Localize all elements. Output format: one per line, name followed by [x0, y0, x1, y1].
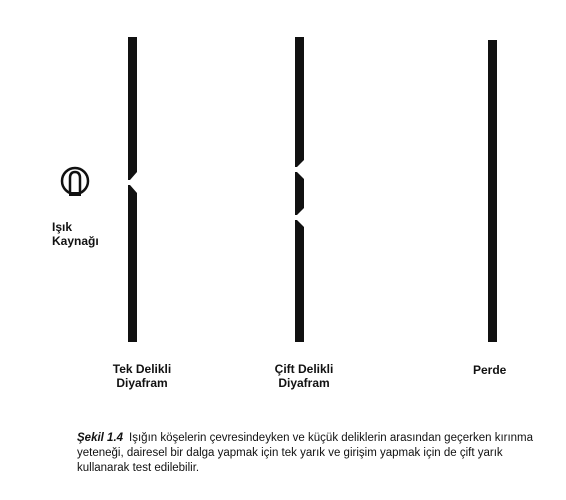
- double-slit-label-line2: Diyafram: [278, 376, 330, 390]
- light-source-label-line1: Işık: [52, 220, 73, 234]
- screen-label: Perde: [473, 363, 506, 377]
- double-slit-label: Çift Delikli Diyafram: [268, 362, 340, 390]
- screen-bar: [488, 40, 497, 342]
- double-slit-diaphragm: [295, 37, 304, 342]
- light-source-label: Işık Kaynağı: [52, 220, 99, 248]
- screen-label-text: Perde: [473, 363, 507, 377]
- single-slit-diaphragm: [128, 37, 137, 342]
- caption-text: Işığın köşelerin çevresindeyken ve küçük…: [77, 432, 534, 474]
- light-source-label-line2: Kaynağı: [52, 234, 99, 248]
- double-slit-label-line1: Çift Delikli: [274, 362, 334, 376]
- figure-number: Şekil 1.4: [77, 432, 124, 444]
- single-slit-label-line1: Tek Delikli: [112, 362, 172, 376]
- single-slit-label-line2: Diyafram: [116, 376, 168, 390]
- light-bulb-icon: [60, 166, 90, 196]
- single-slit-label: Tek Delikli Diyafram: [107, 362, 177, 390]
